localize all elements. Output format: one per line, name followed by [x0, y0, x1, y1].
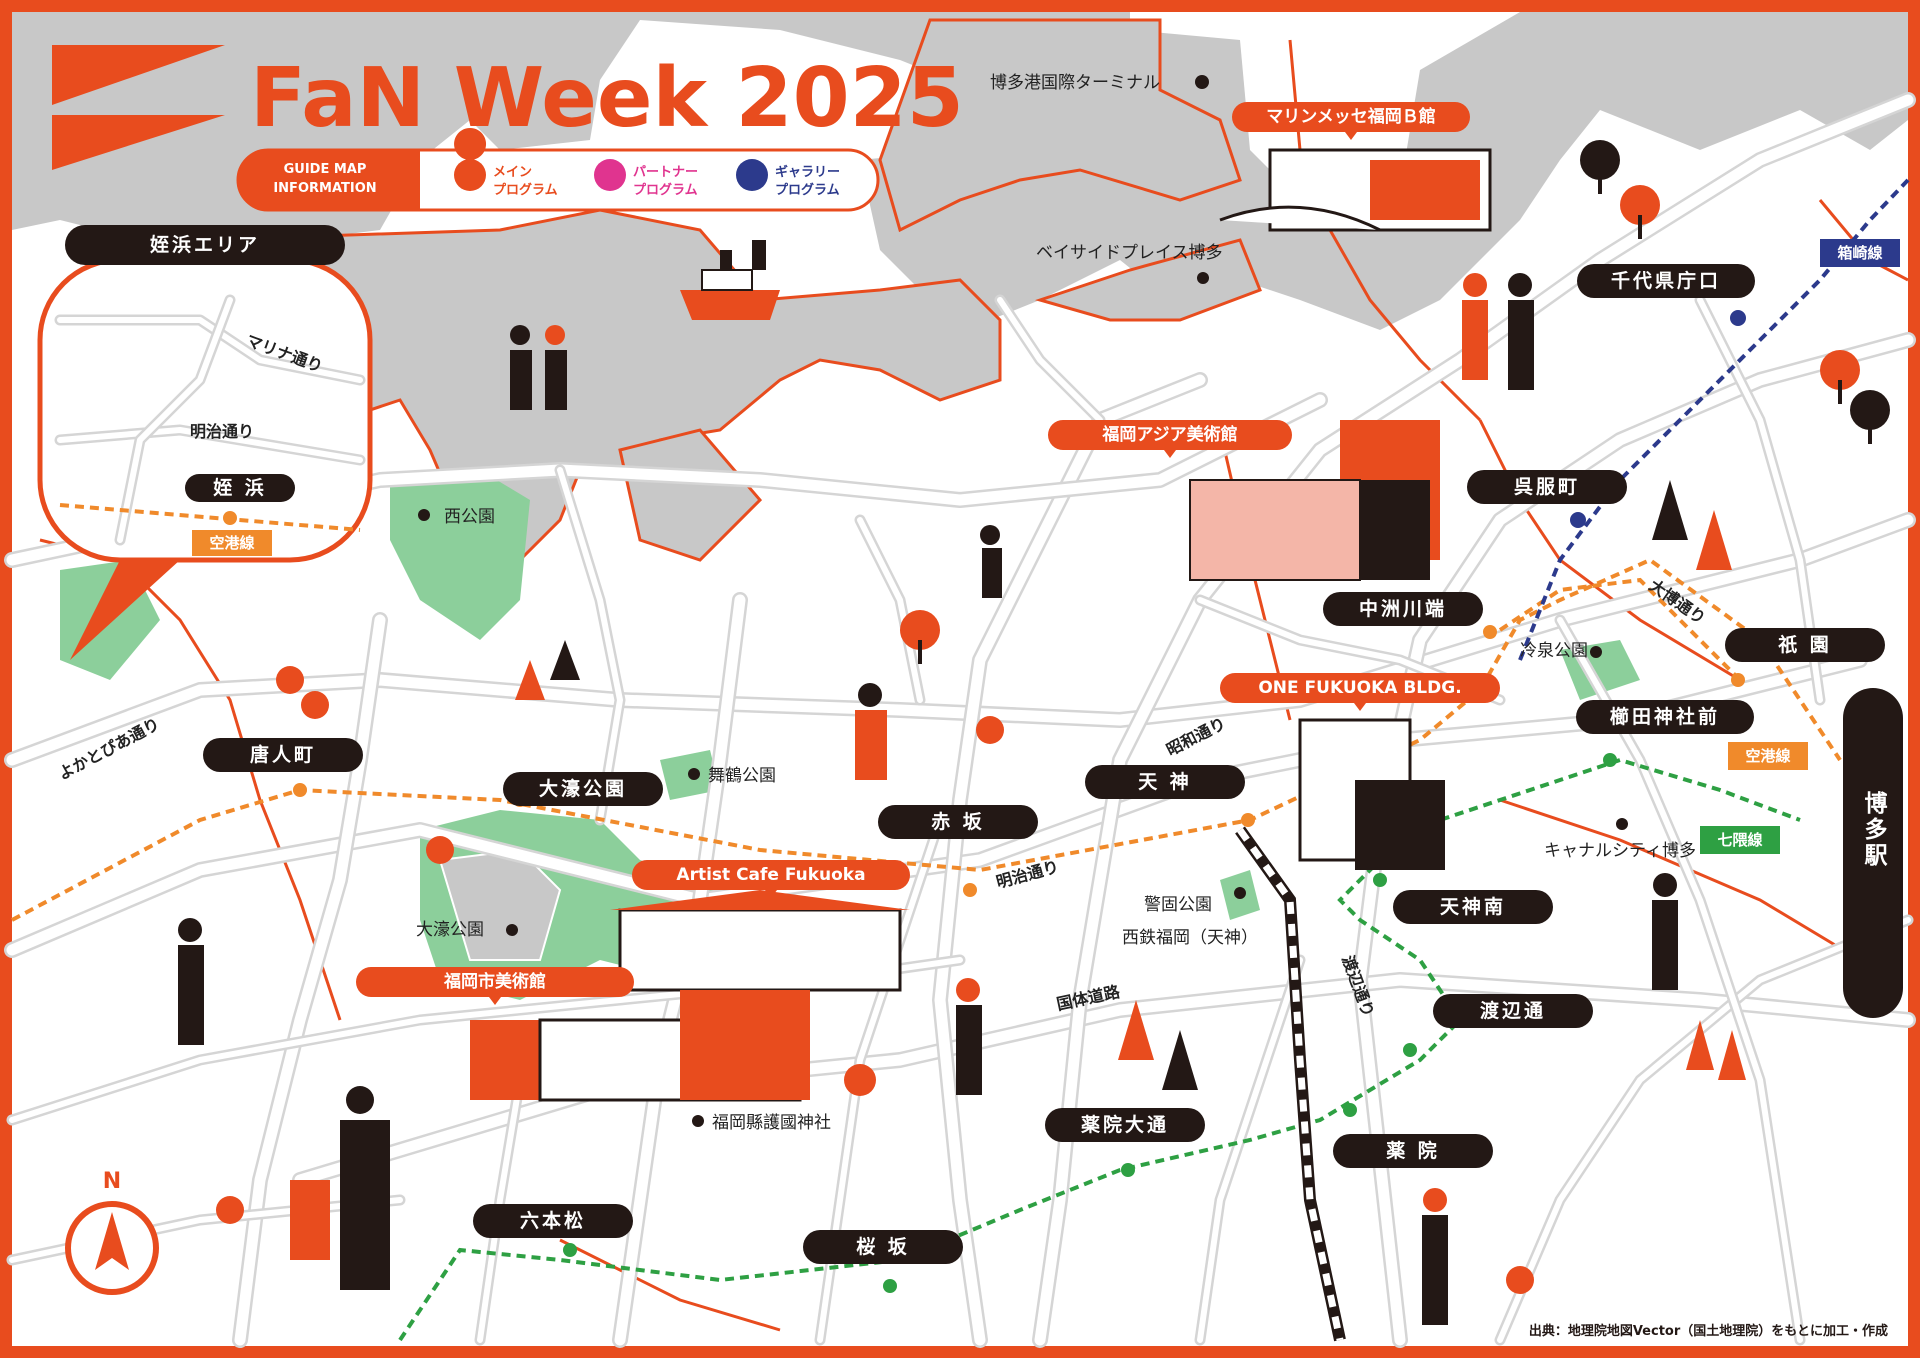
station-gofukumachi-label: 呉服町	[1514, 476, 1580, 498]
station-ropponmatsu[interactable]: 六本松	[473, 1204, 633, 1238]
venue-artist-cafe-label: Artist Cafe Fukuoka	[676, 865, 865, 885]
station-hakata-label: 博多駅	[1860, 790, 1888, 869]
station-ohorikoen[interactable]: 大濠公園	[503, 772, 663, 806]
station-yakuinodori[interactable]: 薬院大通	[1045, 1108, 1205, 1142]
building-one-fukuoka	[1298, 718, 1445, 870]
station-gion-label: 祇 園	[1777, 633, 1832, 656]
station-chiyokenchoguchi[interactable]: 千代県庁口	[1577, 264, 1755, 298]
station-dots	[293, 310, 1746, 1293]
north-arrow-icon	[95, 1212, 129, 1270]
information-label: INFORMATION	[273, 181, 376, 196]
legend-main: メイン プログラム	[454, 128, 558, 198]
venue-city-art-label: 福岡市美術館	[443, 971, 546, 992]
station-yakuin-label: 薬 院	[1385, 1139, 1440, 1162]
place-port-terminal: 博多港国際ターミナル	[990, 73, 1160, 93]
venue-one-fukuoka-label: ONE FUKUOKA BLDG.	[1258, 678, 1461, 698]
compass-label: N	[103, 1169, 121, 1194]
line-badges: 箱崎線 空港線 七隈線	[1700, 239, 1900, 854]
place-maizuru-koen: 舞鶴公園	[708, 766, 776, 786]
source-credit: 出典：地理院地図Vector（国土地理院）をもとに加工・作成	[1529, 1323, 1888, 1339]
place-nishi-koen: 西公園	[444, 507, 495, 527]
partner-pin-icon	[594, 159, 626, 191]
inset-road-meiji: 明治通り	[190, 422, 254, 441]
venue-one-fukuoka[interactable]: ONE FUKUOKA BLDG.	[1220, 673, 1500, 711]
station-watanabedori[interactable]: 渡辺通	[1433, 994, 1593, 1028]
people-illustrations	[178, 273, 1678, 1325]
place-labels: 博多港国際ターミナル ベイサイドプレイス博多 西公園 舞鶴公園 大濠公園 冷泉公…	[416, 73, 1696, 1133]
place-reisen-koen: 冷泉公園	[1520, 641, 1588, 661]
venue-asian-art-label: 福岡アジア美術館	[1101, 424, 1237, 445]
station-ropponmatsu-label: 六本松	[520, 1209, 586, 1232]
page-title: FaN Week 2025	[250, 51, 964, 146]
station-tenjin[interactable]: 天 神	[1085, 765, 1245, 799]
legend-gallery: ギャラリー プログラム	[736, 159, 840, 198]
legend-main-line1: メイン	[493, 165, 532, 180]
inset-line-kuko: 空港線	[209, 534, 254, 552]
logo-mark	[52, 45, 225, 105]
venue-asian-art[interactable]: 福岡アジア美術館	[1048, 420, 1292, 458]
station-gion[interactable]: 祇 園	[1725, 628, 1885, 662]
station-nishitetsu-label: 西鉄福岡（天神）	[1122, 928, 1258, 948]
station-hakata[interactable]: 博多駅	[1843, 688, 1903, 1018]
building-artist-cafe	[610, 890, 910, 992]
station-sakurazaka-label: 桜 坂	[856, 1235, 910, 1258]
tree-decorations	[216, 140, 1890, 1294]
building-city-art	[470, 990, 810, 1102]
legend-partner-line2: プログラム	[633, 182, 698, 198]
line-hakozaki: 箱崎線	[1837, 244, 1882, 262]
sea-area	[12, 12, 1908, 562]
station-tenjinminami-label: 天神南	[1440, 895, 1506, 918]
venue-marinemesse[interactable]: マリンメッセ福岡Ｂ館	[1232, 102, 1470, 140]
compass: N	[65, 1169, 159, 1295]
legend-partner: パートナー プログラム	[594, 159, 698, 198]
inset-station-meinohama: 姪 浜	[213, 477, 267, 499]
line-kuko: 空港線	[1745, 747, 1790, 765]
venue-labels: マリンメッセ福岡Ｂ館 福岡アジア美術館 ONE FUKUOKA BLDG. Ar…	[356, 102, 1500, 1005]
legend-gallery-line2: プログラム	[775, 182, 840, 198]
station-nakasukawabata-label: 中洲川端	[1359, 597, 1447, 620]
legend-gallery-line1: ギャラリー	[775, 164, 840, 180]
guide-map-label: GUIDE MAP	[284, 162, 367, 177]
station-yakuin[interactable]: 薬 院	[1333, 1134, 1493, 1168]
legend-main-line2: プログラム	[493, 182, 558, 198]
station-sakurazaka[interactable]: 桜 坂	[803, 1230, 963, 1264]
station-chiyokenchoguchi-label: 千代県庁口	[1611, 269, 1721, 292]
station-labels: 唐人町 大濠公園 赤 坂 天 神 中洲川端 呉服町 千代県庁口 祇 園	[203, 264, 1903, 1264]
building-marinemesse	[1219, 148, 1492, 232]
station-tojinmachi[interactable]: 唐人町	[203, 738, 363, 772]
station-ohorikoen-label: 大濠公園	[539, 777, 627, 800]
station-kushidajinjamae[interactable]: 櫛田神社前	[1576, 700, 1754, 734]
station-kushidajinjamae-label: 櫛田神社前	[1610, 705, 1720, 728]
place-bayside: ベイサイドプレイス博多	[1036, 243, 1223, 263]
inset-title: 姪浜エリア	[150, 234, 260, 256]
station-nakasukawabata[interactable]: 中洲川端	[1323, 592, 1483, 626]
building-asian-art	[1189, 420, 1440, 581]
station-watanabedori-label: 渡辺通	[1480, 999, 1546, 1022]
gallery-pin-icon	[736, 159, 768, 191]
station-nishitetsu[interactable]: 西鉄福岡（天神）	[1110, 922, 1270, 954]
place-ohori-park: 大濠公園	[416, 920, 484, 940]
header: FaN Week 2025 GUIDE MAP INFORMATION メイン …	[52, 45, 964, 212]
main-pin-icon	[454, 128, 487, 196]
ship-illustration	[680, 240, 780, 320]
place-gokoku: 福岡縣護國神社	[712, 1113, 831, 1133]
place-canal-city: キャナルシティ博多	[1544, 841, 1696, 861]
station-tenjin-label: 天 神	[1138, 770, 1192, 793]
station-gofukumachi[interactable]: 呉服町	[1467, 470, 1627, 504]
legend-partner-line1: パートナー	[633, 165, 698, 180]
venue-city-art[interactable]: 福岡市美術館	[356, 967, 634, 1005]
station-tenjinminami[interactable]: 天神南	[1393, 890, 1553, 924]
station-tojinmachi-label: 唐人町	[250, 743, 316, 766]
inset-map: 姪浜エリア マリナ通り 明治通り 姪 浜 空港線	[37, 225, 373, 660]
station-akasaka-label: 赤 坂	[931, 811, 985, 833]
station-akasaka[interactable]: 赤 坂	[878, 805, 1038, 839]
station-yakuinodori-label: 薬院大通	[1080, 1113, 1169, 1136]
line-nanakuma: 七隈線	[1717, 831, 1762, 849]
venue-marinemesse-label: マリンメッセ福岡Ｂ館	[1266, 106, 1436, 127]
place-keigo-koen: 警固公園	[1144, 895, 1212, 915]
venue-artist-cafe[interactable]: Artist Cafe Fukuoka	[632, 860, 910, 898]
